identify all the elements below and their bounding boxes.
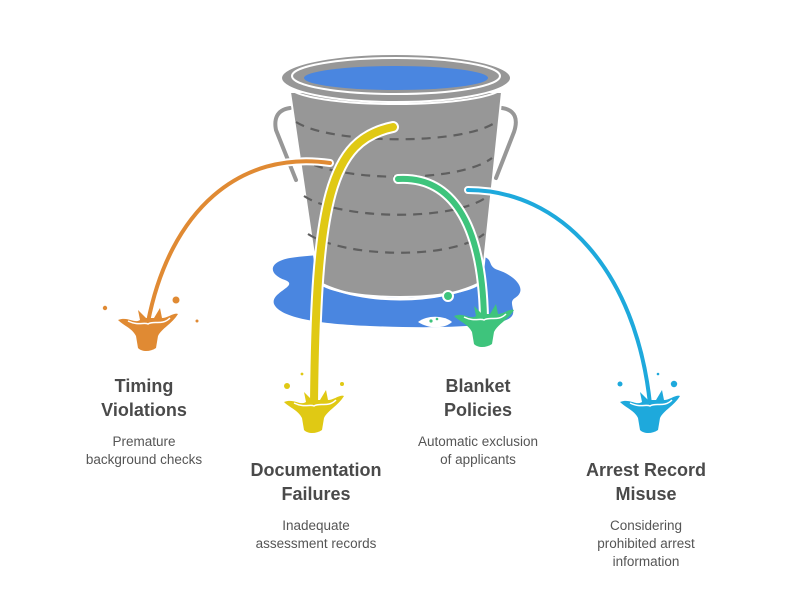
bucket-rim-lip (286, 85, 506, 105)
splash-droplet (617, 381, 623, 387)
splash-droplet (284, 383, 290, 389)
splash-blanket (454, 304, 514, 347)
splash-arrest (620, 390, 680, 433)
stream-line (146, 159, 332, 324)
splash-droplet (670, 380, 678, 388)
leak-stream-timing (102, 157, 334, 351)
leak-stream-blanket (393, 173, 514, 347)
bucket-water-surface (304, 66, 488, 90)
splash-documentation (284, 390, 344, 433)
splash-droplet (435, 317, 439, 321)
puddle-splash (418, 316, 452, 328)
splash-droplet (195, 319, 199, 323)
leak-description: Considering prohibited arrest informatio… (597, 518, 695, 569)
leak-description: Premature background checks (85, 434, 203, 467)
splash-ripple (629, 399, 673, 407)
leak-stream-documentation (284, 121, 399, 433)
leak-description: Automatic exclusion of applicants (417, 434, 539, 467)
stream-line (395, 175, 487, 321)
leak-title: Arrest Record Misuse (585, 460, 707, 504)
splash-droplet (656, 372, 660, 376)
splash-droplet (172, 296, 180, 304)
leak-title: Timing Violations (101, 376, 187, 420)
splash-droplet (429, 319, 433, 323)
splash-droplet (340, 382, 344, 386)
stream-line (466, 188, 652, 406)
splash-ripple (463, 313, 507, 321)
leak-title: Documentation Failures (250, 460, 382, 504)
leak-hole-droplet (442, 290, 454, 302)
leak-title: Blanket Policies (443, 376, 513, 420)
stream-line (310, 123, 397, 408)
bucket-handle-right (494, 106, 518, 180)
splash-timing (118, 308, 178, 351)
bucket-rim-inner (291, 57, 501, 95)
bucket-bottom-rim (317, 280, 483, 301)
splash-ripple (127, 317, 171, 325)
splash-ripple (293, 399, 337, 407)
leak-description: Inadequate assessment records (255, 518, 377, 551)
bucket-handle-left (273, 106, 298, 182)
splash-droplet (300, 372, 304, 376)
leak-stream-arrest (464, 186, 680, 433)
splash-droplet (102, 305, 108, 311)
